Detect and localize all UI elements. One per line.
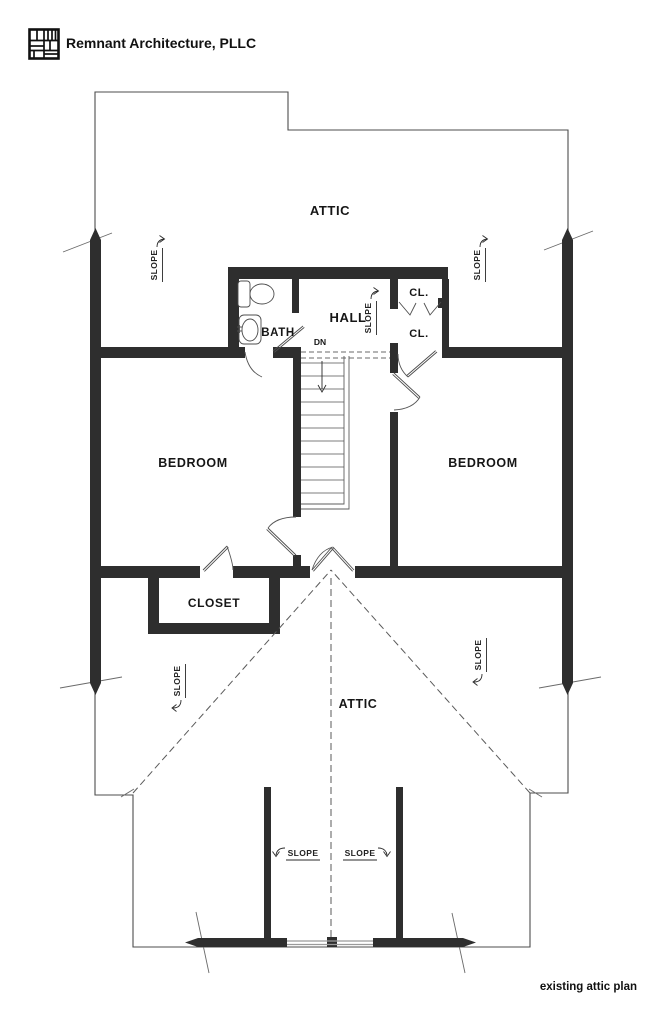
stair-direction-arrow <box>317 361 327 393</box>
firm-name: Remnant Architecture, PLLC <box>66 35 256 51</box>
slope-bottom-left: SLOPE <box>171 664 186 712</box>
attic-outline <box>94 91 569 948</box>
room-label-closet: CLOSET <box>188 596 240 610</box>
room-label-bedroom-right: BEDROOM <box>448 456 517 470</box>
dormer-window <box>287 940 373 946</box>
firm-logo <box>28 28 60 60</box>
sink <box>237 314 262 345</box>
slope-dormer-right: SLOPE <box>343 847 391 861</box>
room-label-closet-upper: CL. <box>409 287 429 299</box>
room-label-bath: BATH <box>261 327 295 339</box>
slope-label: SLOPE <box>172 666 182 697</box>
toilet <box>237 280 275 308</box>
slope-label: SLOPE <box>288 848 319 858</box>
room-labels: ATTIC BATH HALL CL. CL. BEDROOM BEDROOM … <box>158 203 517 711</box>
room-label-attic-top: ATTIC <box>310 203 350 218</box>
sheet-caption: existing attic plan <box>540 981 637 993</box>
stair-down-label: DN <box>314 337 326 347</box>
bath-fixtures <box>237 280 275 345</box>
room-label-attic-bottom: ATTIC <box>339 697 378 711</box>
slope-hall: SLOPE <box>363 287 380 335</box>
slope-top-right: SLOPE <box>472 235 489 282</box>
room-label-hall: HALL <box>329 310 366 325</box>
slope-top-left: SLOPE <box>149 235 166 282</box>
slope-label: SLOPE <box>473 640 483 671</box>
room-label-closet-lower: CL. <box>409 328 429 340</box>
slope-dormer-left: SLOPE <box>272 847 320 861</box>
doors <box>202 301 442 572</box>
slope-annotations: SLOPE SLOPE SLOPE SLOPE SLOPE <box>149 235 489 861</box>
slope-label: SLOPE <box>149 250 159 281</box>
stairs: DN <box>301 337 390 510</box>
slope-label: SLOPE <box>345 848 376 858</box>
slope-bottom-right: SLOPE <box>472 638 487 686</box>
room-label-bedroom-left: BEDROOM <box>158 456 227 470</box>
slope-label: SLOPE <box>363 303 373 334</box>
walls <box>90 228 573 947</box>
roof-lines <box>132 569 531 937</box>
slope-label: SLOPE <box>472 250 482 281</box>
